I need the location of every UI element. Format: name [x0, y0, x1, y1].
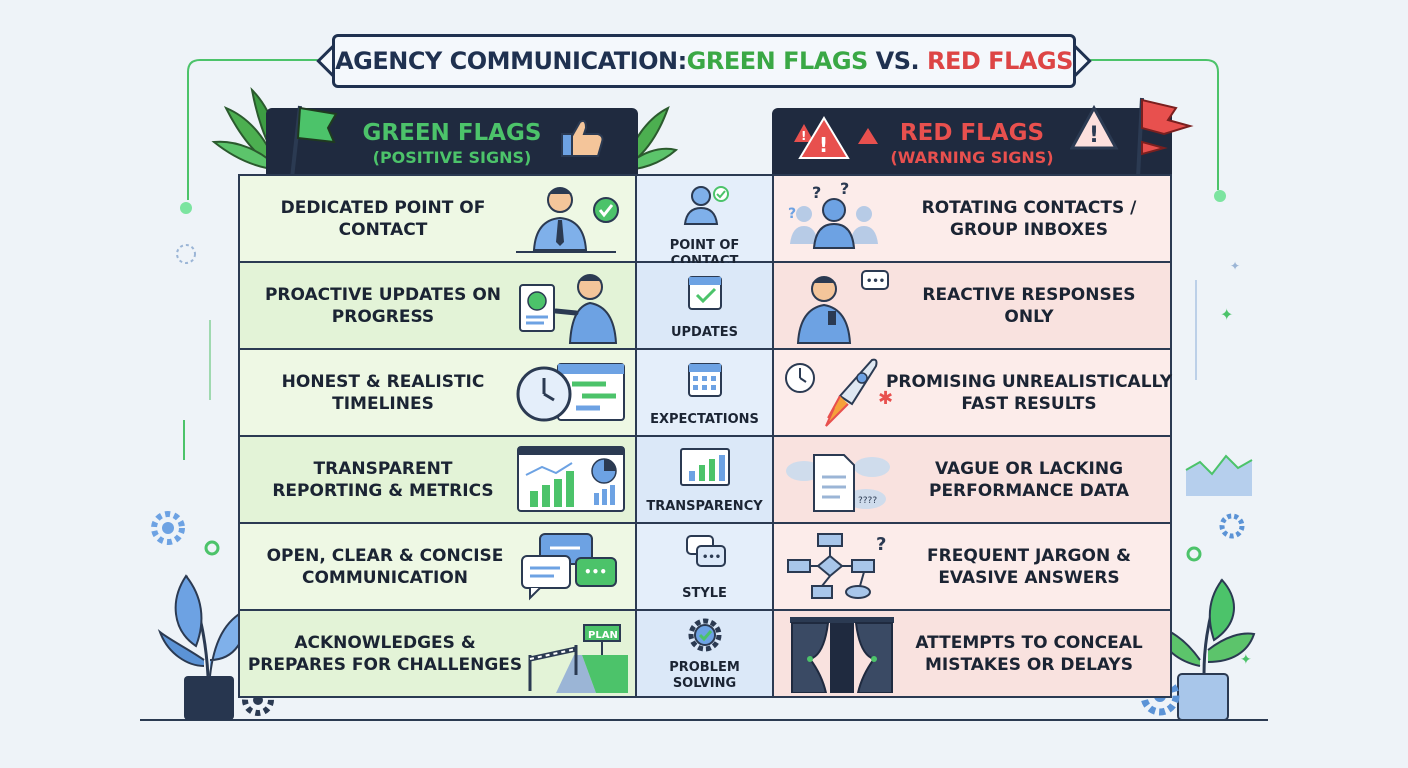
left-gear-decor — [151, 511, 274, 716]
calendar-check-icon — [688, 276, 722, 310]
svg-text:✦: ✦ — [1240, 652, 1252, 668]
green-item-text: Open, clear & concise communication — [266, 546, 504, 588]
table-row: Proactive updates on progress UPDATES — [240, 263, 1170, 350]
green-cell: Honest & realistic timelines — [240, 350, 637, 435]
red-item-text: Frequent jargon & evasive answers — [927, 546, 1131, 588]
green-cell: Acknowledges & prepares for challenges P… — [240, 611, 637, 696]
svg-text:?: ? — [788, 206, 796, 222]
green-item-text: Dedicated point of contact — [280, 198, 486, 240]
chat-bubbles-icon: ••• — [686, 535, 726, 567]
table-row: Acknowledges & prepares for challenges P… — [240, 611, 1170, 696]
rocket-icon: ✱ — [785, 358, 893, 427]
table-row: Dedicated point of contact POINT OF CONT… — [240, 176, 1170, 269]
red-item-text: Promising unrealistically fast results — [885, 372, 1173, 414]
red-item-text: Reactive responses only — [922, 285, 1136, 327]
svg-text:!: ! — [801, 129, 806, 143]
svg-text:?: ? — [840, 180, 849, 198]
flowchart-icon: ? — [787, 533, 886, 599]
chat-bubbles-icon: ••• — [521, 533, 617, 601]
category-cell: ••• STYLE — [637, 524, 774, 609]
person-check-icon — [683, 186, 729, 225]
green-item-text: Acknowledges & prepares for challenges — [247, 633, 523, 675]
green-cell: Open, clear & concise communication ••• — [240, 524, 637, 609]
svg-text:?: ? — [812, 183, 821, 202]
red-cell: Attempts to conceal mistakes or delays — [774, 611, 1170, 696]
dashboard-icon — [517, 446, 625, 512]
svg-text:✦: ✦ — [1220, 305, 1233, 324]
category-label: TRANSPARENCY — [646, 499, 763, 514]
green-cell: Dedicated point of contact — [240, 176, 637, 261]
svg-text:?: ? — [876, 534, 886, 555]
green-item-text: Proactive updates on progress — [264, 285, 502, 327]
svg-text:•••: ••• — [584, 565, 607, 579]
group-icon: ? ? ? — [788, 180, 878, 249]
left-plant-decor — [157, 574, 248, 720]
green-header-subtitle: (POSITIVE SIGNS) — [372, 148, 532, 167]
table-row: Honest & realistic timelines — [240, 350, 1172, 437]
red-item-text: Attempts to conceal mistakes or delays — [915, 633, 1143, 675]
unknown-marker: ???? — [858, 496, 877, 506]
red-cell: ???? Vague or lacking performance data — [774, 437, 1170, 522]
category-label: PROBLEM SOLVING — [669, 660, 740, 691]
green-cell: Proactive updates on progress — [240, 263, 637, 348]
page-title: AGENCY COMMUNICATION: GREEN FLAGS VS. RE… — [332, 34, 1076, 88]
green-item-text: Transparent reporting & metrics — [272, 459, 494, 501]
thumbs-up-icon — [561, 119, 604, 157]
red-cell: ••• Reactive responses only — [774, 263, 1170, 348]
report-person-icon — [519, 274, 618, 344]
curtain-icon — [790, 617, 894, 693]
red-cell: ? ? ? Rotating contacts / group inboxes — [774, 176, 1170, 261]
green-flag-icon — [290, 105, 338, 179]
table-row: Transparent reporting & metrics — [240, 437, 1170, 524]
title-red: RED FLAGS — [927, 47, 1073, 75]
category-label: UPDATES — [670, 325, 739, 340]
category-cell: POINT OF CONTACT — [637, 176, 774, 269]
svg-text:✦: ✦ — [1230, 259, 1240, 273]
table-row: Open, clear & concise communication ••• … — [240, 524, 1170, 611]
category-cell: TRANSPARENCY — [637, 437, 774, 522]
red-header-subtitle: (WARNING SIGNS) — [890, 148, 1054, 167]
title-green: GREEN FLAGS — [686, 47, 869, 75]
green-header-title: GREEN FLAGS — [362, 120, 542, 146]
stressed-person-icon: ••• — [796, 270, 889, 344]
gear-check-icon — [688, 618, 722, 652]
svg-text:✱: ✱ — [878, 388, 893, 409]
svg-text:!: ! — [1089, 123, 1099, 148]
red-header-title: RED FLAGS — [899, 120, 1045, 146]
warning-icon-right: ! — [1070, 104, 1119, 150]
clock-calendar-icon — [516, 363, 625, 422]
svg-text:!: ! — [819, 133, 828, 157]
red-cell: ? Frequent jargon & evasive answers — [774, 524, 1170, 609]
svg-text:•••: ••• — [866, 276, 885, 287]
red-cell: ✱ Promising unrealistically fast results — [774, 350, 1172, 435]
green-cell: Transparent reporting & metrics — [240, 437, 637, 522]
red-item-text: Vague or lacking performance data — [928, 459, 1129, 501]
category-label: EXPECTATIONS — [650, 412, 759, 427]
bar-chart-icon — [680, 448, 730, 486]
category-cell: EXPECTATIONS — [637, 350, 774, 435]
title-banner: AGENCY COMMUNICATION: GREEN FLAGS VS. RE… — [316, 30, 1092, 92]
title-vs: VS. — [867, 47, 928, 75]
title-prefix: AGENCY COMMUNICATION: — [335, 47, 687, 75]
person-check-icon — [516, 187, 619, 253]
warning-icon: ! ! — [794, 116, 878, 159]
red-item-text: Rotating contacts / group inboxes — [921, 198, 1137, 240]
plan-road-icon: PLAN — [528, 624, 628, 693]
category-cell: UPDATES — [637, 263, 774, 348]
red-flag-icon — [1136, 97, 1194, 179]
svg-text:•••: ••• — [702, 552, 721, 563]
category-label: STYLE — [682, 586, 727, 601]
calendar-icon — [688, 363, 722, 397]
category-cell: PROBLEM SOLVING — [637, 611, 774, 696]
plan-sign-text: PLAN — [588, 630, 618, 641]
comparison-table: Dedicated point of contact POINT OF CONT… — [238, 174, 1172, 698]
cloud-document-icon: ???? — [786, 454, 890, 512]
green-item-text: Honest & realistic timelines — [281, 372, 485, 414]
